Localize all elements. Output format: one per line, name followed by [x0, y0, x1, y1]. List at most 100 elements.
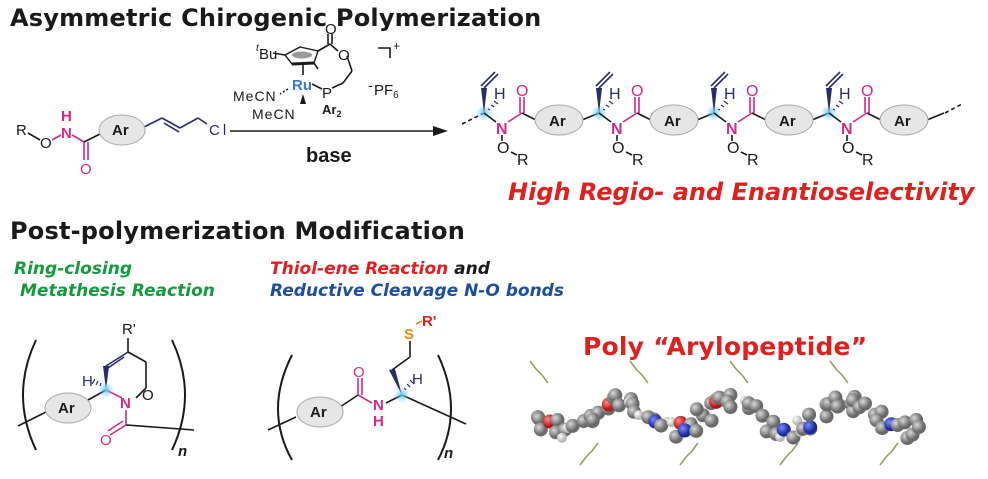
and-label: and	[454, 259, 490, 279]
conditions-base: base	[306, 145, 352, 167]
mecn-ligand-1: MeCN	[233, 88, 277, 104]
thiol-ar: Ar	[310, 404, 327, 421]
polymer-aryl-ellipse	[649, 104, 699, 136]
atom-sphere	[911, 420, 926, 434]
polymer-carbonyl-o: O	[746, 83, 758, 100]
polymer-or-o: O	[497, 140, 509, 157]
atom-sphere	[565, 418, 580, 433]
thiol-h: H	[412, 371, 423, 388]
rcm-repeat-n: n	[178, 443, 187, 460]
polymer-ar: Ar	[664, 113, 681, 130]
side-chain	[579, 442, 599, 466]
monomer-r: R	[16, 122, 27, 139]
phosphorus-aryl: Ar2	[322, 102, 341, 119]
rcm-ring-o: O	[142, 387, 154, 404]
tbu-label: Bu	[259, 46, 277, 63]
rcm-label-line2: Metathesis Reaction	[20, 281, 215, 301]
atom-sphere	[897, 415, 912, 430]
atom-sphere	[830, 399, 845, 414]
catalyst-carbonyl-o: O	[325, 21, 337, 38]
pf-subscript: 6	[393, 90, 399, 101]
monomer-o: O	[40, 135, 52, 152]
polymer-h: H	[494, 86, 506, 103]
atom-sphere	[612, 398, 627, 413]
counterion-charge: -	[368, 77, 373, 93]
atom-sphere	[819, 409, 834, 424]
ar2-subscript: 2	[336, 109, 341, 119]
atom-sphere	[802, 407, 817, 422]
polymer-aryl-ellipse	[879, 104, 929, 136]
rcm-r-prime: R'	[122, 321, 136, 338]
monomer-n: N	[61, 125, 72, 142]
thiol-aryl-ellipse	[296, 396, 344, 428]
atom-sphere	[557, 432, 567, 443]
space-filling-model	[529, 360, 926, 466]
side-chain	[729, 360, 749, 384]
polymer-n: N	[611, 121, 623, 138]
monomer-structure: R O H N O Ar Cl	[16, 108, 229, 178]
catalyst-and-arrow: t Bu O O + Ru P Ar2 MeCN MeCN - PF6 base	[230, 21, 448, 167]
reductive-cleavage-label: Reductive Cleavage N-O bonds	[270, 281, 564, 301]
rcm-carbonyl-o: O	[100, 432, 112, 449]
side-chain	[779, 442, 799, 466]
rcm-aryl-ellipse	[44, 392, 92, 424]
polymer-or-r: R	[632, 152, 644, 169]
rcm-product-structure: Ar R' H O N O n	[17, 321, 195, 460]
rcm-ar: Ar	[58, 400, 75, 417]
atom-sphere	[776, 422, 791, 437]
atom-sphere	[755, 408, 770, 423]
mecn-ligand-2: MeCN	[252, 106, 296, 122]
rcm-h: H	[82, 373, 93, 390]
polymer-aryl-ellipse	[534, 104, 584, 136]
atom-sphere	[550, 413, 565, 427]
monomer-cl: Cl	[209, 122, 229, 139]
counterion-label: PF6	[374, 82, 399, 101]
thiol-repeat-n: n	[444, 445, 453, 462]
monomer-ar: Ar	[112, 122, 129, 139]
atom-sphere	[689, 402, 704, 417]
thiol-label-line: Thiol-ene Reaction and	[270, 259, 490, 279]
monomer-nh-h: H	[61, 108, 72, 125]
thiol-carbonyl-o: O	[353, 364, 365, 381]
side-chain	[879, 442, 899, 466]
atom-sphere	[585, 412, 600, 427]
atom-sphere	[723, 400, 738, 414]
polymer-carbonyl-o: O	[631, 83, 643, 100]
thiol-s: S	[404, 326, 414, 343]
thiol-nh-h: H	[373, 413, 384, 430]
side-chain	[679, 442, 699, 466]
side-chain	[829, 360, 849, 384]
polymer-or-o: O	[842, 140, 854, 157]
polymer-h: H	[609, 86, 621, 103]
polymer-carbonyl-o: O	[516, 83, 528, 100]
atom-sphere	[677, 423, 692, 438]
ruthenium-label: Ru	[292, 77, 312, 94]
polymer-h: H	[724, 86, 736, 103]
polymer-n: N	[496, 121, 508, 138]
catalyst-charge: +	[393, 39, 400, 53]
reaction-arrow-head	[433, 126, 448, 136]
atom-sphere	[531, 411, 546, 426]
thiol-ene-label: Thiol-ene Reaction	[270, 259, 449, 279]
side-chain	[629, 360, 649, 384]
aryl-ellipse	[98, 114, 146, 146]
polymer-carbonyl-o: O	[861, 83, 873, 100]
section-title-modification: Post-polymerization Modification	[10, 217, 466, 245]
polymer-n: N	[841, 121, 853, 138]
rcm-n: N	[120, 395, 131, 412]
atom-sphere	[803, 420, 818, 435]
polymer-or-o: O	[612, 140, 624, 157]
polymer-aryl-ellipse	[764, 104, 814, 136]
atom-sphere	[858, 396, 872, 411]
atom-sphere	[689, 423, 704, 438]
polymer-ar: Ar	[894, 113, 911, 130]
thiol-n: N	[373, 397, 384, 414]
polymer-or-r: R	[517, 152, 529, 169]
atom-sphere	[633, 410, 644, 421]
thiol-product-structure: Ar S R' H O N H n	[267, 313, 467, 462]
ar2-label: Ar	[322, 102, 336, 117]
tbu-superscript: t	[256, 43, 260, 54]
